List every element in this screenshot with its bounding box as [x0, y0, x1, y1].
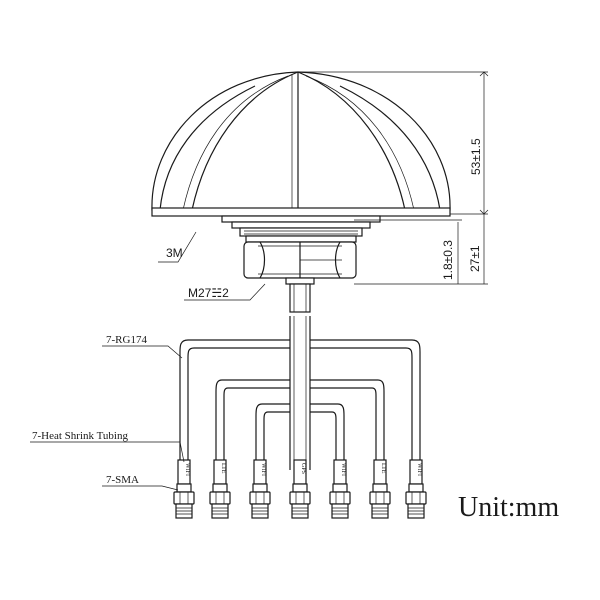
connector-row: WIFI LTE WIFI GPS WIFI LTE WIFI — [173, 459, 427, 519]
hex-nut — [243, 241, 357, 279]
connector-band-label: LTE — [380, 463, 386, 474]
connector-band-label: GPS — [300, 463, 306, 474]
sma-connector: GPS — [289, 459, 311, 519]
sma-connector: WIFI — [249, 459, 271, 519]
connector-band-label: WIFI — [184, 463, 190, 476]
sma-connector: LTE — [209, 459, 231, 519]
sma-connector: LTE — [369, 459, 391, 519]
dome — [151, 71, 451, 217]
stem-length-dim: 27±1 — [468, 245, 482, 272]
thread-label: M27☵2 — [188, 286, 229, 300]
unit-label: Unit:mm — [458, 492, 560, 523]
connector-band-label: WIFI — [416, 463, 422, 476]
leader-cable — [102, 345, 183, 359]
dome-height-dim: 53±1.5 — [469, 138, 483, 175]
dimension-lines — [298, 71, 489, 285]
sma-connector: WIFI — [405, 459, 427, 519]
leader-adhesive — [158, 231, 197, 263]
cable-bundle — [179, 316, 421, 470]
tubing-label: 7-Heat Shrink Tubing — [32, 430, 128, 442]
sma-connector: WIFI — [329, 459, 351, 519]
sma-connector: WIFI — [173, 459, 195, 519]
connector-band-label: WIFI — [260, 463, 266, 476]
leader-connector — [102, 485, 179, 491]
connector-band-label: WIFI — [340, 463, 346, 476]
leader-tubing — [30, 441, 185, 463]
cable-label: 7-RG174 — [106, 334, 147, 346]
leader-thread — [184, 283, 266, 301]
gap-dim: 1.8±0.3 — [441, 240, 455, 280]
adhesive-label: 3M — [166, 246, 183, 260]
connector-label: 7-SMA — [106, 474, 139, 486]
stem — [285, 277, 315, 313]
mount-base — [221, 215, 381, 243]
connector-band-label: LTE — [220, 463, 226, 474]
